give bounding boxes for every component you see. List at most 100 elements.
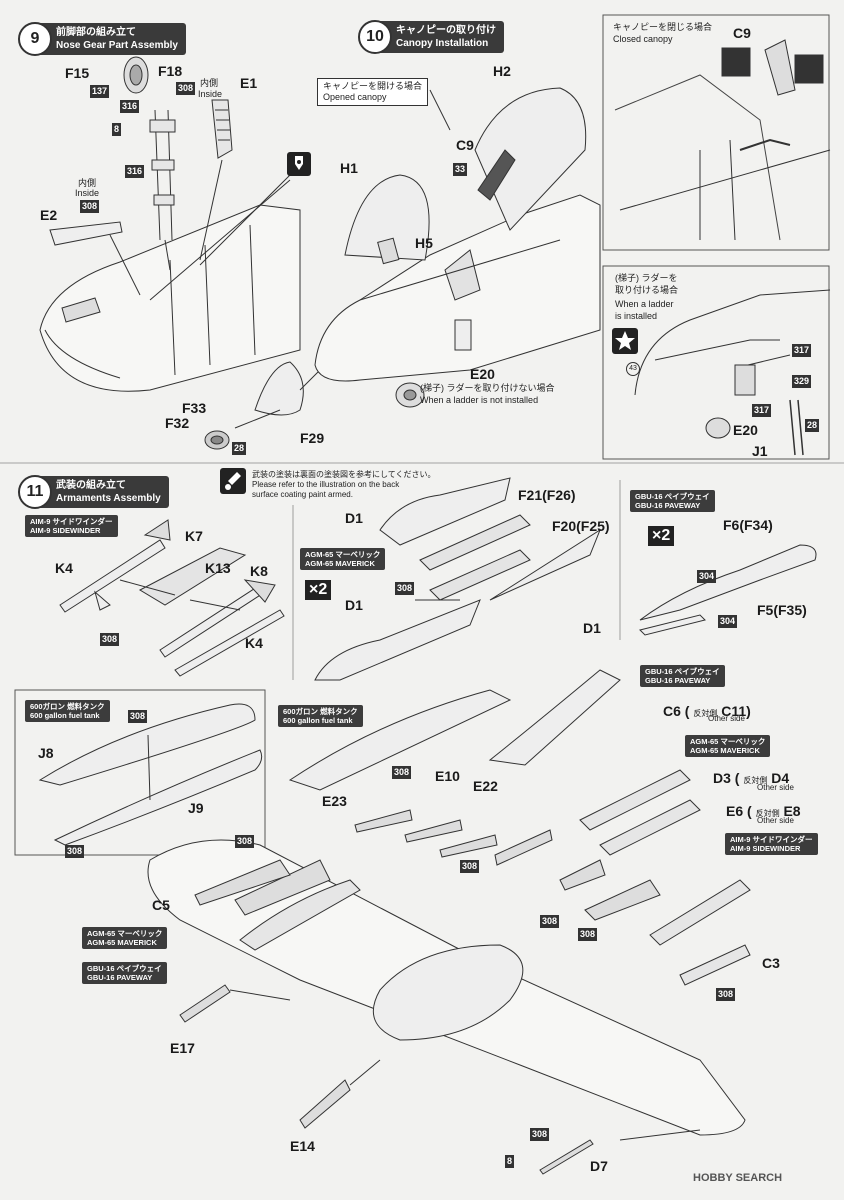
paint-code: 33 xyxy=(453,163,468,176)
part-label: K13 xyxy=(205,560,231,576)
closed-canopy-jp: キャノピーを閉じる場合 xyxy=(613,22,713,32)
paint-code: 308 xyxy=(716,988,736,1001)
weapon-tag: GBU-16 ペイブウェイ GBU-16 PAVEWAY xyxy=(630,490,715,512)
step-9-header: 9 前脚部の組み立て Nose Gear Part Assembly xyxy=(18,22,186,56)
weapon-tag: GBU-16 ペイブウェイ GBU-16 PAVEWAY xyxy=(640,665,725,687)
weapon-jp: AGM-65 マーベリック xyxy=(690,737,766,746)
ladder-note-en: When a ladder xyxy=(615,299,674,309)
glue-icon xyxy=(287,152,311,176)
step-11-header: 11 武装の組み立て Armaments Assembly xyxy=(18,475,169,509)
paint-note-en: surface coating paint armed. xyxy=(252,490,353,499)
step-title: 武装の組み立て Armaments Assembly xyxy=(38,476,169,508)
paint-code: 308 xyxy=(235,835,255,848)
part-label: J9 xyxy=(188,800,204,816)
ladder-inset xyxy=(602,265,831,460)
closed-canopy-en: Closed canopy xyxy=(613,34,673,44)
opened-canopy-callout: キャノピーを開ける場合 Opened canopy xyxy=(317,78,429,106)
tank-jp: 600ガロン 燃料タンク xyxy=(283,707,358,716)
gbu16-right xyxy=(639,544,817,636)
weapon-en: GBU-16 PAVEWAY xyxy=(645,676,711,685)
weapon-en: AIM-9 SIDEWINDER xyxy=(30,526,101,535)
wing-assembly xyxy=(147,669,751,1175)
opened-canopy-en: Opened canopy xyxy=(323,92,387,102)
part-label: E20 xyxy=(470,366,495,382)
weapon-tag: AGM-65 マーベリック AGM-65 MAVERICK xyxy=(82,927,168,949)
paint-code: 316 xyxy=(125,165,145,178)
weapon-jp: GBU-16 ペイブウェイ xyxy=(87,964,162,973)
paint-code: 304 xyxy=(697,570,717,583)
part-label: E2 xyxy=(40,207,58,223)
weapon-jp: GBU-16 ペイブウェイ xyxy=(645,667,720,676)
nose-cone xyxy=(204,361,321,450)
agm65-center xyxy=(314,477,602,681)
part-label: H2 xyxy=(493,63,511,79)
paint-code: 308 xyxy=(80,200,100,213)
part-label: F32 xyxy=(165,415,190,431)
ladder-note-en: is installed xyxy=(615,311,658,321)
part-e8: E8 xyxy=(783,803,801,819)
part-label: H1 xyxy=(340,160,358,176)
step-title-en: Armaments Assembly xyxy=(56,493,161,504)
paint-code: 308 xyxy=(578,928,598,941)
part-label: F21(F26) xyxy=(518,487,576,503)
weapon-tag: AIM-9 サイドワインダー AIM-9 SIDEWINDER xyxy=(25,515,118,537)
part-label: D3 ( 反対側 D4 xyxy=(713,770,790,786)
part-label: K4 xyxy=(245,635,263,651)
paint-code: 308 xyxy=(65,845,85,858)
closed-canopy-inset xyxy=(602,14,831,251)
part-label: E17 xyxy=(170,1040,195,1056)
weapon-en: GBU-16 PAVEWAY xyxy=(87,973,153,982)
part-label: J1 xyxy=(752,443,768,459)
part-label: F29 xyxy=(300,430,325,446)
weapon-tag: AGM-65 マーベリック AGM-65 MAVERICK xyxy=(685,735,771,757)
part-label: D1 xyxy=(345,510,363,526)
part-label: D1 xyxy=(345,597,363,613)
part-d4: D4 xyxy=(771,770,790,786)
part-c11: C11 xyxy=(721,703,747,719)
nose-fuselage xyxy=(39,204,301,392)
part-label: E10 xyxy=(435,768,460,784)
weapon-jp: AGM-65 マーベリック xyxy=(87,929,163,938)
paint-code: 308 xyxy=(540,915,560,928)
paint-code: 308 xyxy=(176,82,196,95)
part-label: J8 xyxy=(38,745,54,761)
paint-note-jp: 武装の塗装は裏面の塗装図を参考にしてください。 xyxy=(252,470,436,479)
no-ladder-en: When a ladder is not installed xyxy=(420,395,539,405)
inside-note-en: Inside xyxy=(198,89,223,99)
step-title-jp: 前脚部の組み立て xyxy=(56,27,136,38)
other-side-en: Other side xyxy=(757,783,794,792)
other-side-jp: 反対側 xyxy=(743,776,768,785)
paint-code: 329 xyxy=(792,375,812,388)
part-c6: C6 xyxy=(663,703,681,719)
paint-note-en: Please refer to the illustration on the … xyxy=(252,480,400,489)
tank-en: 600 gallon fuel tank xyxy=(30,711,100,720)
opened-canopy-jp: キャノピーを開ける場合 xyxy=(323,81,423,91)
step-10-header: 10 キャノピーの取り付け Canopy Installation xyxy=(358,20,504,54)
part-label: F6(F34) xyxy=(723,517,773,533)
step-title-en: Canopy Installation xyxy=(396,38,489,49)
paint-code: 304 xyxy=(718,615,738,628)
paint-code: 308 xyxy=(530,1128,550,1141)
fuel-tank-tag: 600ガロン 燃料タンク 600 gallon fuel tank xyxy=(25,700,110,722)
paint-code: 316 xyxy=(120,100,140,113)
part-label: F18 xyxy=(158,63,183,79)
weapon-jp: AIM-9 サイドワインダー xyxy=(30,517,113,526)
weapon-en: AGM-65 MAVERICK xyxy=(87,938,157,947)
step-title-jp: キャノピーの取り付け xyxy=(396,25,496,36)
fuel-tank-tag: 600ガロン 燃料タンク 600 gallon fuel tank xyxy=(278,705,363,727)
paint-code-circle: 43 xyxy=(626,362,640,376)
no-ladder-jp: (梯子) ラダーを取り付けない場合 xyxy=(420,383,555,393)
part-label: E6 ( 反対側 E8 xyxy=(726,803,801,819)
part-label: F33 xyxy=(182,400,207,416)
step-title-jp: 武装の組み立て xyxy=(56,480,126,491)
part-label: K4 xyxy=(55,560,73,576)
part-label: C9 xyxy=(456,137,474,153)
part-label: C9 xyxy=(733,25,751,41)
part-d3: D3 xyxy=(713,770,731,786)
part-label: F20(F25) xyxy=(552,518,610,534)
weapon-jp: AIM-9 サイドワインダー xyxy=(730,835,813,844)
paint-code: 28 xyxy=(232,442,247,455)
inside-note-jp: 内側 xyxy=(200,78,219,88)
fuel-tank-inset xyxy=(14,689,266,856)
part-e6: E6 xyxy=(726,803,744,819)
